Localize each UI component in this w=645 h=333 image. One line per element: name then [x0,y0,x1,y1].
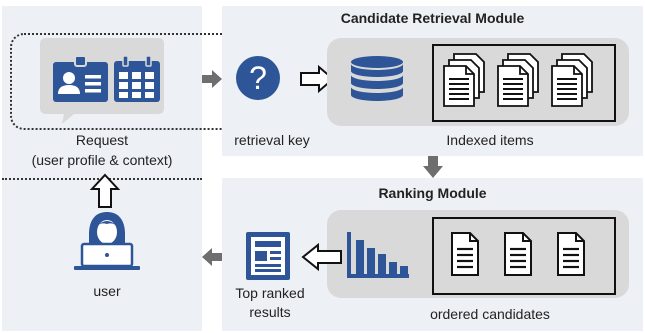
document-icon [556,231,586,277]
doc-stack-icon [550,52,594,110]
request-sublabel: (user profile & context) [31,152,173,168]
top-results-sublabel: results [249,304,291,320]
document-icon [503,231,533,277]
gray-arrow-results-to-user [202,248,222,266]
database-icon [349,56,405,102]
retrieval-title: Candidate Retrieval Module [340,10,525,26]
indexed-items-label: Indexed items [446,132,534,148]
results-list-icon [246,232,290,280]
calendar-icon [114,55,160,102]
top-results-label: Top ranked [235,285,305,301]
white-arrow-key-to-db [300,64,335,94]
doc-stack-icon [442,52,486,110]
question-mark: ? [249,60,267,96]
id-card-icon [53,55,108,102]
retrieval-key-icon [236,56,280,100]
ordered-candidates-label: ordered candidates [430,306,550,322]
retrieval-key-label: retrieval key [234,132,310,148]
request-label: Request [75,132,129,148]
up-arrow [89,173,121,209]
document-icon [450,231,480,277]
user-icon [72,210,142,274]
gray-arrow-down [423,156,443,178]
bar-chart-icon [347,232,409,278]
ranking-title: Ranking Module [378,185,487,201]
user-label: user [93,283,121,299]
doc-stack-icon [496,52,540,110]
gray-arrow-request-to-key [202,70,222,88]
white-arrow-chart-to-results [301,242,342,272]
